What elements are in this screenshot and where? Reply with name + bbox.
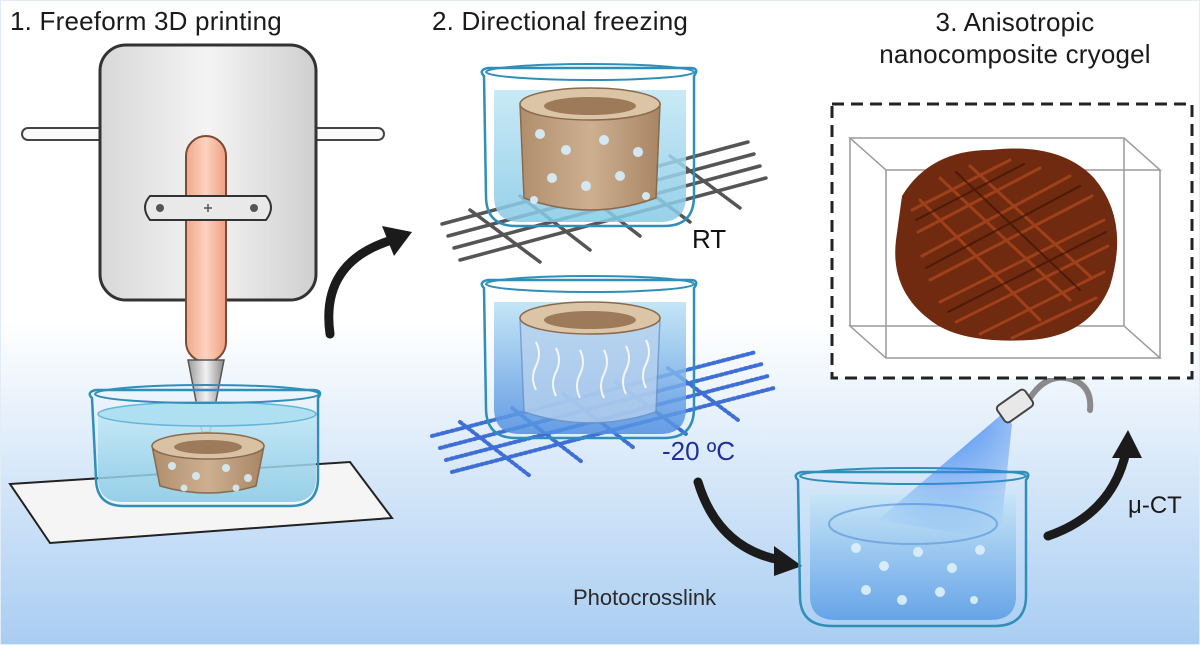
cryogel-structure (895, 148, 1118, 341)
clamp-screw-left (156, 204, 164, 212)
printing-bath-beaker (88, 384, 322, 508)
clamp-center-mark (204, 204, 212, 212)
clamp-screw-right (250, 204, 258, 212)
step3-title-line2: nanocomposite cryogel (879, 39, 1151, 69)
arrow-to-microct (1043, 447, 1131, 541)
step3-title: 3. Anisotropic nanocomposite cryogel (832, 6, 1198, 70)
step3-title-line1: 3. Anisotropic (935, 7, 1095, 37)
micro-ct-label: μ-CT (1128, 492, 1182, 519)
step1-title: 1. Freeform 3D printing (10, 6, 282, 36)
cold-beaker (480, 275, 698, 440)
arrow-print-to-freeze (324, 235, 397, 339)
uv-lamp (995, 374, 1094, 424)
rt-beaker (480, 63, 698, 228)
photocrosslink-label: Photocrosslink (573, 585, 717, 610)
room-temperature-label: RT (692, 224, 727, 254)
beaker-glass (88, 388, 322, 508)
step2-title: 2. Directional freezing (432, 6, 689, 36)
arrow-freeze-to-crosslink (693, 477, 785, 565)
freezing-temperature-label: -20 ºC (662, 436, 736, 466)
nozzle-barrel (185, 135, 227, 363)
uv-beam (878, 414, 1012, 540)
